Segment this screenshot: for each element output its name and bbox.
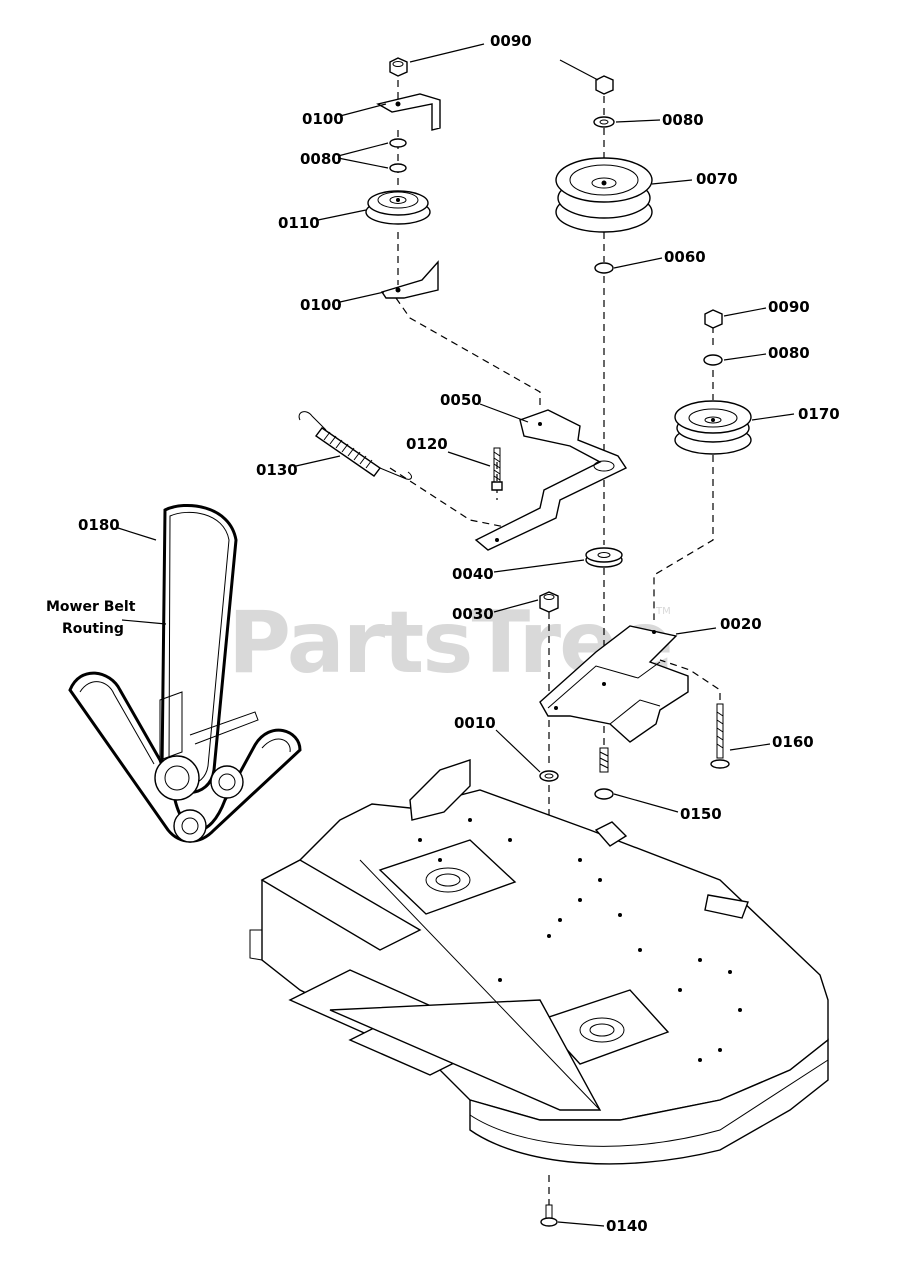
bracket-0100-top (376, 93, 441, 131)
callout-0080-lower: 0080 (768, 344, 810, 362)
leader-lines (117, 43, 795, 1227)
callout-0170: 0170 (798, 405, 840, 423)
callout-0140: 0140 (606, 1217, 648, 1235)
callout-0010: 0010 (454, 714, 496, 732)
belt-routing-label-line2: Routing (62, 621, 124, 637)
idler-arm-0050 (474, 409, 628, 551)
callout-0100-bottom: 0100 (300, 296, 342, 314)
bolt-0120 (491, 447, 503, 491)
nut-0090-top (389, 57, 408, 77)
callout-0030: 0030 (452, 605, 494, 623)
callout-0070: 0070 (696, 170, 738, 188)
callout-0040: 0040 (452, 565, 494, 583)
mower-deck (249, 759, 829, 1165)
callout-0020: 0020 (720, 615, 762, 633)
spring-0150 (594, 747, 614, 800)
deck-holes (418, 818, 742, 1062)
callout-0130: 0130 (256, 461, 298, 479)
callout-0100-top: 0100 (302, 110, 344, 128)
washer-0080-lower (703, 354, 723, 366)
washer-0010 (539, 770, 559, 782)
washer-0060 (594, 262, 614, 274)
bolt-0160 (710, 703, 730, 769)
callout-0090-top: 0090 (490, 32, 532, 50)
spring-0130 (298, 411, 412, 480)
callout-0120: 0120 (406, 435, 448, 453)
callout-0050: 0050 (440, 391, 482, 409)
callout-0150: 0150 (680, 805, 722, 823)
callout-0160: 0160 (772, 733, 814, 751)
callout-0090-right: 0090 (768, 298, 810, 316)
pulley-0070 (555, 157, 653, 233)
nut-0030 (539, 591, 559, 613)
callout-0080-right: 0080 (662, 111, 704, 129)
watermark-tm: TM (655, 606, 671, 617)
bolt-0140 (540, 1204, 558, 1227)
washer-0080-left (389, 138, 407, 173)
callout-0180: 0180 (78, 516, 120, 534)
callout-0060: 0060 (664, 248, 706, 266)
callout-0110: 0110 (278, 214, 320, 232)
pulley-0110 (365, 190, 431, 225)
bracket-0020 (539, 625, 689, 743)
bracket-0100-bottom (380, 260, 439, 299)
nut-0090-lower (704, 309, 723, 329)
bushing-0040 (585, 547, 623, 568)
washer-0080-right (593, 116, 615, 128)
nut-0090-right (595, 75, 614, 95)
callout-0080-left: 0080 (300, 150, 342, 168)
belt-routing-label-line1: Mower Belt (46, 599, 136, 615)
callout-labels: 0090 0100 0080 0110 0100 0080 0070 0060 … (46, 32, 840, 1235)
pulley-0170 (674, 400, 752, 455)
belt-routing-inset (68, 503, 302, 843)
